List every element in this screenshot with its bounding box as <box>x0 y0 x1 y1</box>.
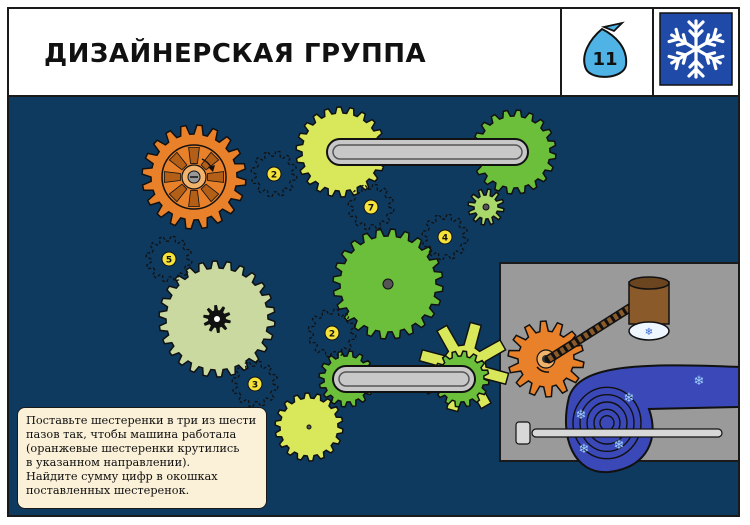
slot-outline <box>421 213 469 261</box>
orange-gear-spoke <box>188 190 200 207</box>
empty-slot-slot-f[interactable]: 3 <box>231 360 279 408</box>
slot-number-badge <box>437 229 453 245</box>
belt-top-inner <box>332 144 523 160</box>
ice-cylinder: ❄ <box>628 276 670 341</box>
snow-blower: ❄ ❄ ❄ ❄ ❄ <box>564 364 738 474</box>
crank-rod <box>544 297 644 364</box>
snowflake-icon: ❄ <box>645 327 653 338</box>
machine-shaft <box>515 421 723 445</box>
slot-outline <box>250 150 298 198</box>
slot-outline <box>347 183 395 231</box>
blower-body <box>564 364 738 474</box>
puzzle-number-cell: 11 <box>560 7 652 97</box>
blower-spiral-ring <box>572 386 642 460</box>
instruction-line: в указанном направлении). <box>26 456 191 469</box>
slot-number: 3 <box>252 381 258 391</box>
gear-layer: ❄ ❄ ❄ ❄ ❄ ❄ 2 7 4 5 2 3 <box>141 106 738 474</box>
orange-gear-spoke <box>207 171 224 183</box>
slot-number-badge <box>161 251 177 267</box>
puzzle-number: 11 <box>592 49 617 70</box>
orange-gear-spoke <box>188 147 200 164</box>
slot-outline <box>307 308 357 358</box>
blower-spiral-ring <box>586 401 628 445</box>
orange-gear-spoke <box>168 151 188 171</box>
snowflake-icon: ❄ <box>576 408 587 423</box>
instruction-line: Найдите сумму цифр в окошках <box>26 470 218 483</box>
blower-spiral-ring <box>579 393 635 453</box>
slot-number-badge <box>247 376 263 392</box>
empty-slot-slot-c[interactable]: 4 <box>421 213 469 261</box>
small-green-gear <box>467 188 505 226</box>
empty-slot-slot-b[interactable]: 7 <box>347 183 395 231</box>
page-title: ДИЗАЙНЕРСКАЯ ГРУППА <box>44 39 427 69</box>
slot-number: 7 <box>368 204 374 214</box>
slot-number-badge <box>266 166 282 182</box>
number-bag-icon: 11 <box>583 21 628 78</box>
empty-slot-slot-e[interactable]: 2 <box>307 308 357 358</box>
snowflake-icon <box>659 12 733 86</box>
yellow-gear-bottom-axle <box>306 424 312 430</box>
orange-gear-spoke <box>164 171 181 183</box>
big-green-gear <box>332 228 444 340</box>
small-green-gear-axle <box>482 203 490 211</box>
belt-top <box>326 138 529 166</box>
snowflake-icon: ❄ <box>579 442 590 457</box>
instruction-line: (оранжевые шестеренки крутились <box>26 442 240 455</box>
rotation-arrow-head-icon <box>208 165 215 172</box>
belt-top-band <box>326 138 529 166</box>
snowflake-icon: ❄ <box>624 391 635 406</box>
orange-gear-spoke <box>168 183 188 203</box>
crank-rod-fill <box>547 299 641 362</box>
machine-rotation-arrow-icon <box>536 366 550 373</box>
cylinder-bottom <box>628 321 670 341</box>
snowflake-icon: ❄ <box>694 374 705 389</box>
category-cell <box>652 7 740 97</box>
slot-outline <box>231 360 279 408</box>
shaft-rod <box>531 428 723 438</box>
instructions-box: Поставьте шестеренки в три из шести пазо… <box>17 407 267 509</box>
orange-gear-spoke <box>200 183 220 203</box>
empty-slot-slot-d[interactable]: 5 <box>145 235 193 283</box>
snowflake-icon: ❄ <box>614 438 625 453</box>
shaft-handle <box>515 421 531 445</box>
big-green-gear-axle <box>382 278 394 290</box>
slot-number: 2 <box>329 330 335 340</box>
yellow-gear-bottom <box>274 392 344 462</box>
instruction-line: пазов так, чтобы машина работала <box>26 428 237 441</box>
slot-number: 2 <box>271 171 277 181</box>
belt-bottom-band <box>332 365 476 393</box>
instruction-line: Поставьте шестеренки в три из шести <box>26 414 257 427</box>
orange-gear-top <box>141 124 247 230</box>
empty-slot-slot-a[interactable]: 2 <box>250 150 298 198</box>
cylinder-top <box>628 276 670 290</box>
star-hub-center <box>214 316 220 322</box>
slot-outline <box>145 235 193 283</box>
slot-number: 4 <box>442 234 448 244</box>
instruction-line: поставленных шестеренок. <box>26 484 190 497</box>
belt-bottom <box>332 365 476 393</box>
slot-number-badge <box>363 199 379 215</box>
slot-number-badge <box>324 325 340 341</box>
orange-gear-spoke <box>200 151 220 171</box>
slot-number: 5 <box>166 256 172 266</box>
belt-bottom-inner <box>338 371 470 387</box>
puzzle-board: ❄ ❄ ❄ ❄ ❄ ❄ 2 7 4 5 2 3 Поставьте шестеренки в три… <box>7 95 740 517</box>
